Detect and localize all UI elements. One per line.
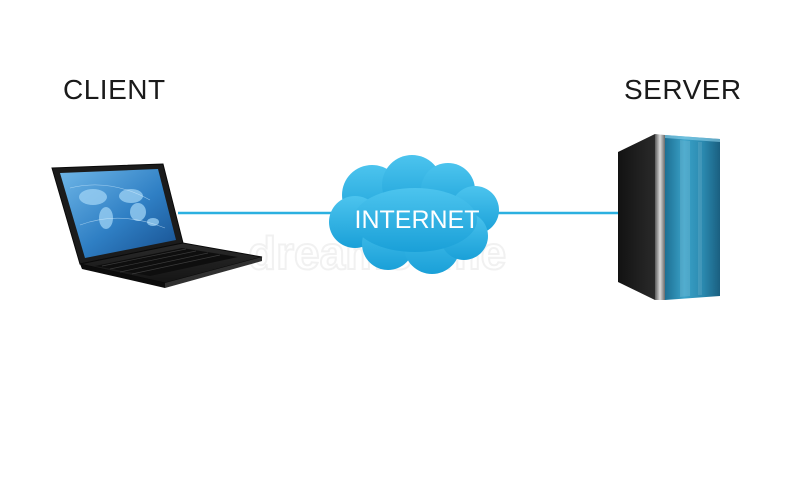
server-label: SERVER xyxy=(624,74,742,105)
laptop-icon xyxy=(51,163,263,288)
client-label: CLIENT xyxy=(63,74,166,105)
server-tower-icon xyxy=(618,134,720,300)
cloud-icon: INTERNET xyxy=(329,155,499,274)
internet-label: INTERNET xyxy=(355,206,480,234)
